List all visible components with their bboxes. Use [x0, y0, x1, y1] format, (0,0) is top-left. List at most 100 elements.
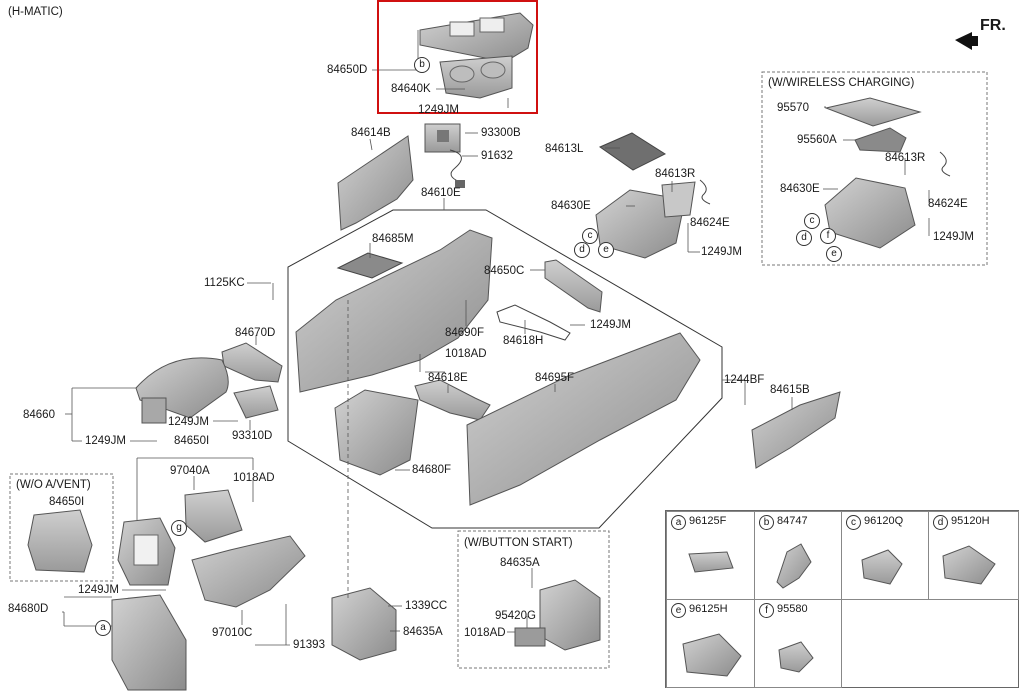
- label-84650d: 84650D: [327, 64, 368, 76]
- callout-g: g: [171, 520, 187, 536]
- legend-letter: a: [671, 515, 686, 530]
- label-97010c: 97010C: [212, 627, 253, 639]
- label-84624e: 84624E: [690, 217, 730, 229]
- part-95420g-module: [514, 627, 546, 647]
- legend-part-number: 95120H: [951, 515, 990, 527]
- legend-cell-c: c 96120Q: [841, 511, 929, 600]
- label-84695f: 84695F: [535, 372, 575, 384]
- no-avent-box-header: (W/O A/VENT): [16, 479, 91, 491]
- part-97040a-vent-bezel: [117, 489, 243, 586]
- label-1018ad-left: 1018AD: [233, 472, 275, 484]
- legend-part-icon: [861, 549, 903, 585]
- legend-part-icon: [682, 633, 742, 677]
- legend-cell-e: e 96125H: [666, 599, 755, 688]
- label-84680f: 84680F: [412, 464, 452, 476]
- label-84618e: 84618E: [428, 372, 468, 384]
- button-start-box-header: (W/BUTTON START): [464, 537, 573, 549]
- wireless-box-header: (W/WIRELESS CHARGING): [768, 77, 915, 89]
- label-1249jm-wireless: 1249JM: [933, 231, 974, 243]
- legend-part-icon: [776, 543, 812, 589]
- label-84613r-wireless: 84613R: [885, 152, 926, 164]
- callout-c-wireless: c: [804, 213, 820, 229]
- legend-part-icon: [942, 545, 996, 585]
- label-84624e-wireless: 84624E: [928, 198, 968, 210]
- part-84670d-pad: [221, 342, 283, 383]
- part-84660-armrest: [135, 357, 229, 424]
- legend-part-number: 96125H: [689, 603, 728, 615]
- label-93310d: 93310D: [232, 430, 273, 442]
- label-84615b: 84615B: [770, 384, 810, 396]
- label-95560a: 95560A: [797, 134, 837, 146]
- part-84613l-mat: [598, 132, 667, 171]
- button-start-box-frame: [457, 530, 610, 669]
- label-84650i: 84650I: [174, 435, 210, 447]
- part-84685m-pad: [336, 252, 404, 279]
- label-84618h: 84618H: [503, 335, 544, 347]
- legend-letter: d: [933, 515, 948, 530]
- legend-cell-b: b 84747: [754, 511, 842, 600]
- legend-part-number: 96120Q: [864, 515, 904, 527]
- legend-letter: c: [846, 515, 861, 530]
- label-91393: 91393: [293, 639, 325, 651]
- label-84680d: 84680D: [8, 603, 49, 615]
- wireless-box-frame: [761, 71, 988, 266]
- label-84630e-wireless: 84630E: [780, 183, 820, 195]
- part-95570-pad: [824, 97, 922, 127]
- part-84618e-bracket: [414, 379, 491, 421]
- label-84650c: 84650C: [484, 265, 525, 277]
- front-arrow-shape: [955, 32, 978, 50]
- label-84650i-box: 84650I: [49, 496, 85, 508]
- part-84635a-bracket: [331, 587, 397, 661]
- variant-label: (H-MATIC): [8, 6, 63, 18]
- label-1339cc: 1339CC: [405, 600, 448, 612]
- callout-a: a: [95, 620, 111, 636]
- label-84635a: 84635A: [403, 626, 443, 638]
- legend-part-icon: [778, 641, 814, 673]
- legend-letter: e: [671, 603, 686, 618]
- label-1249jm-mid: 1249JM: [701, 246, 742, 258]
- callout-b: b: [414, 57, 430, 73]
- label-1018ad-box: 1018AD: [464, 627, 506, 639]
- front-marker: FR.: [980, 17, 1006, 34]
- callout-d-wireless: d: [796, 230, 812, 246]
- leader-lines: [62, 30, 930, 646]
- label-1125kc: 1125KC: [204, 277, 245, 289]
- label-84660: 84660: [23, 409, 55, 421]
- part-84630e-tray: [595, 179, 711, 259]
- part-93310d-switch: [233, 385, 279, 419]
- callout-d-main: d: [574, 242, 590, 258]
- callout-e-wireless: e: [826, 246, 842, 262]
- highlight-frame: [377, 0, 538, 114]
- label-97040a: 97040A: [170, 465, 210, 477]
- label-84630e: 84630E: [551, 200, 591, 212]
- label-84613r: 84613R: [655, 168, 696, 180]
- legend-letter: b: [759, 515, 774, 530]
- label-84670d: 84670D: [235, 327, 276, 339]
- label-84613l: 84613L: [545, 143, 584, 155]
- legend-part-number: 95580: [777, 603, 808, 615]
- no-avent-box-frame: [9, 473, 114, 582]
- callout-c-main: c: [582, 228, 598, 244]
- label-95570: 95570: [777, 102, 809, 114]
- part-97010c-duct: [191, 535, 306, 608]
- legend-part-icon: [688, 551, 734, 573]
- legend-letter: f: [759, 603, 774, 618]
- part-93300b-switch: [424, 123, 465, 188]
- part-84650d-upper-trim: [419, 12, 534, 99]
- part-84680d-lower-panel: [111, 594, 187, 691]
- legend-part-number: 96125F: [689, 515, 727, 527]
- part-95560a-charger: [854, 127, 907, 153]
- legend-cell-d: d 95120H: [928, 511, 1019, 600]
- label-1018ad-mid: 1018AD: [445, 348, 487, 360]
- legend-cell-f: f 95580: [754, 599, 842, 688]
- legend-cell-a: a 96125F: [666, 511, 755, 600]
- label-1249jm-618: 1249JM: [590, 319, 631, 331]
- label-1244bf: 1244BF: [724, 374, 765, 386]
- callout-f-wireless: f: [820, 228, 836, 244]
- label-91632: 91632: [481, 150, 513, 162]
- wireless-cable: [939, 151, 951, 177]
- part-84680f-bin: [334, 389, 419, 476]
- part-84650c-trim: [544, 259, 603, 313]
